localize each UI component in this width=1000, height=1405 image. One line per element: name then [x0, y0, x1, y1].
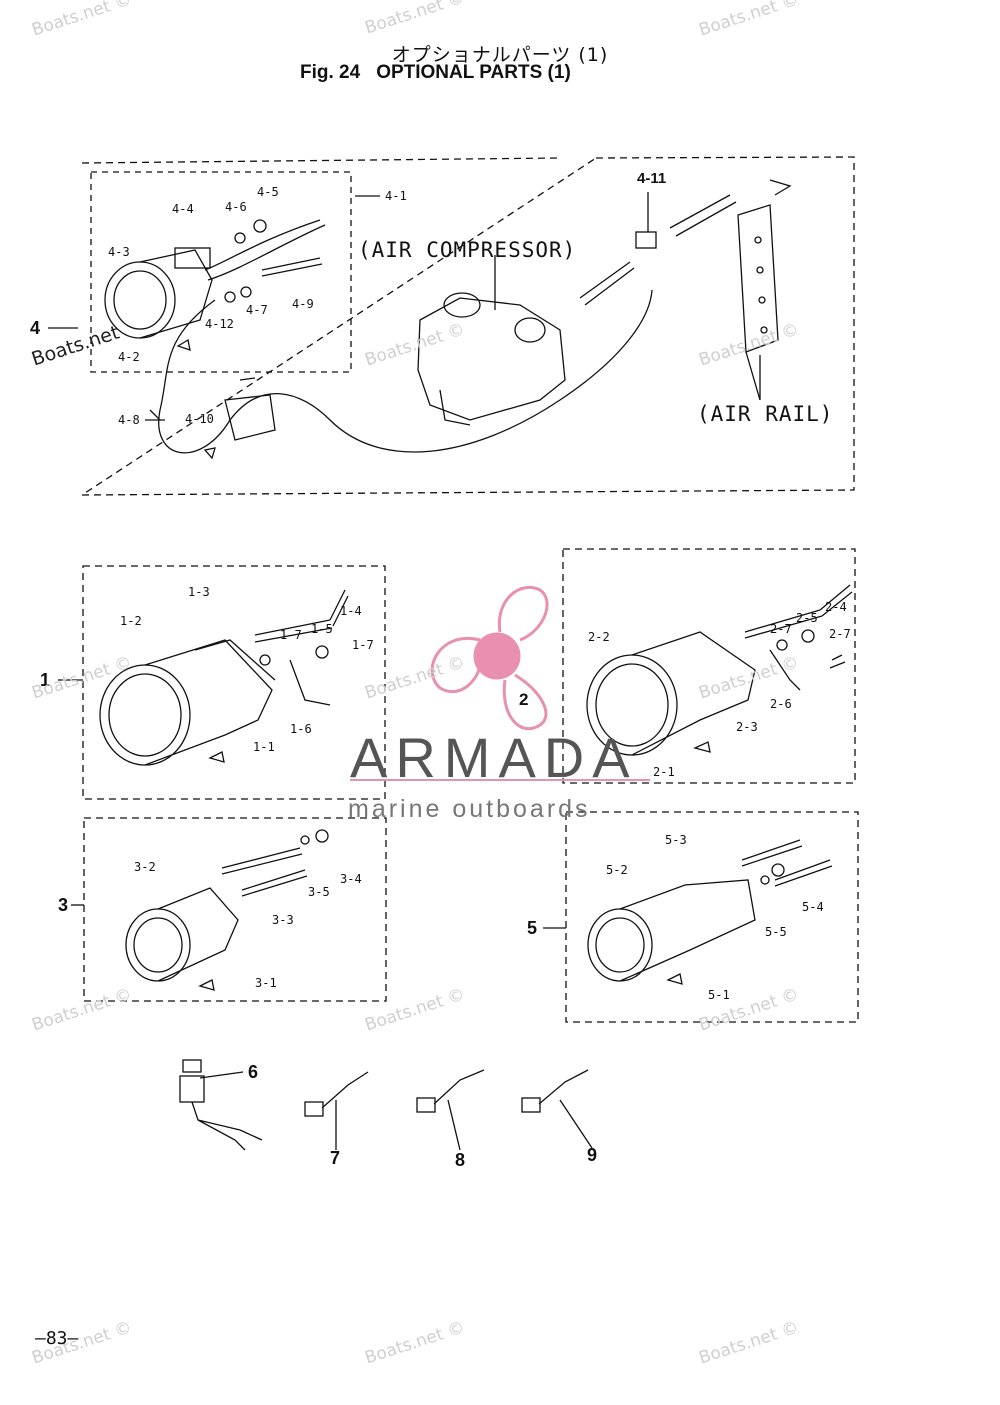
gauge-4-3 — [104, 219, 326, 339]
label-4-2: 4-2 — [118, 350, 140, 364]
group2-frame — [562, 548, 856, 784]
label-4-3: 4-3 — [108, 245, 130, 259]
label-4-4: 4-4 — [172, 202, 194, 216]
label-1-2: 1-2 — [120, 614, 142, 628]
label-1-6: 1-6 — [290, 722, 312, 736]
group1-frame — [82, 565, 386, 800]
label-2-3: 2-3 — [736, 720, 758, 734]
part-number-8: 8 — [455, 1150, 466, 1170]
label-2-2: 2-2 — [588, 630, 610, 644]
gauge-3-2 — [125, 887, 239, 982]
label-4-9: 4-9 — [292, 297, 314, 311]
label-2-7b: 2-7 — [829, 627, 851, 641]
group5-frame — [565, 811, 859, 1023]
hose-section — [579, 261, 635, 306]
figure-name: OPTIONAL PARTS (1) — [376, 62, 571, 83]
gauge-5-2 — [587, 879, 756, 982]
label-4-11: 4-11 — [637, 170, 667, 187]
label-1-1: 1-1 — [253, 740, 275, 754]
label-2-6: 2-6 — [770, 697, 792, 711]
label-5-1: 5-1 — [708, 988, 730, 1002]
label-5-4: 5-4 — [802, 900, 824, 914]
label-2-7a: 2-7 — [770, 622, 792, 636]
label-4-7: 4-7 — [246, 303, 268, 317]
callout-air-rail: (AIR RAIL) — [697, 402, 834, 426]
title-japanese: オプショナルパーツ (1) — [391, 44, 609, 66]
wire-1 — [254, 619, 333, 643]
armada-propeller-logo — [430, 585, 549, 731]
page-number: —83— — [35, 1328, 79, 1349]
bracket-4-9 — [261, 257, 323, 277]
group-number-1: 1 — [40, 670, 51, 690]
part-7 — [304, 1071, 369, 1117]
label-1-5: 1-5 — [311, 622, 333, 636]
label-5-3: 5-3 — [665, 833, 687, 847]
label-3-4: 3-4 — [340, 872, 362, 886]
label-1-4: 1-4 — [340, 604, 362, 618]
part-8 — [416, 1069, 485, 1113]
label-5-2: 5-2 — [606, 863, 628, 877]
tube-4-8 — [158, 289, 653, 454]
label-1-7b: 1-7 — [352, 638, 374, 652]
label-1-3: 1-3 — [188, 585, 210, 599]
part-9 — [521, 1069, 589, 1113]
group-number-4: 4 — [30, 318, 41, 338]
armada-tagline: marine outboards — [348, 795, 591, 823]
air-rail — [737, 204, 779, 401]
label-5-5: 5-5 — [765, 925, 787, 939]
label-3-2: 3-2 — [134, 860, 156, 874]
armada-logo-text: ARMADA — [350, 726, 638, 789]
label-4-10: 4-10 — [185, 412, 214, 426]
figure-number: Fig. 24 — [300, 62, 361, 83]
label-2-5: 2-5 — [796, 611, 818, 625]
callout-air-compressor: (AIR COMPRESSOR) — [358, 238, 577, 262]
group-number-3: 3 — [58, 895, 69, 915]
air-compressor — [417, 292, 566, 426]
logo-number: 2 — [519, 690, 529, 709]
gauge-1-2 — [99, 639, 276, 766]
part-number-6: 6 — [248, 1062, 259, 1082]
bracket-4-10 — [224, 377, 276, 441]
gauge-2-2 — [586, 631, 756, 756]
label-2-4: 2-4 — [825, 600, 847, 614]
label-2-1: 2-1 — [653, 765, 675, 779]
part-number-7: 7 — [330, 1148, 341, 1168]
group3-frame — [83, 817, 387, 1002]
label-3-1: 3-1 — [255, 976, 277, 990]
label-4-12: 4-12 — [205, 317, 234, 331]
group4-frame — [79, 156, 855, 496]
label-3-3: 3-3 — [272, 913, 294, 927]
figure-title: Fig. 24 OPTIONAL PARTS (1) — [300, 62, 587, 84]
fitting-4-11 — [635, 231, 657, 249]
label-1-7a: 1-7 — [280, 628, 302, 642]
label-4-6: 4-6 — [225, 200, 247, 214]
group-number-5: 5 — [527, 918, 538, 938]
part-number-9: 9 — [587, 1145, 598, 1165]
label-4-1: 4-1 — [385, 189, 407, 203]
label-4-5: 4-5 — [257, 185, 279, 199]
group4-inner-frame — [90, 171, 352, 373]
label-4-8: 4-8 — [118, 413, 140, 427]
part-6 — [179, 1059, 263, 1151]
label-3-5: 3-5 — [308, 885, 330, 899]
